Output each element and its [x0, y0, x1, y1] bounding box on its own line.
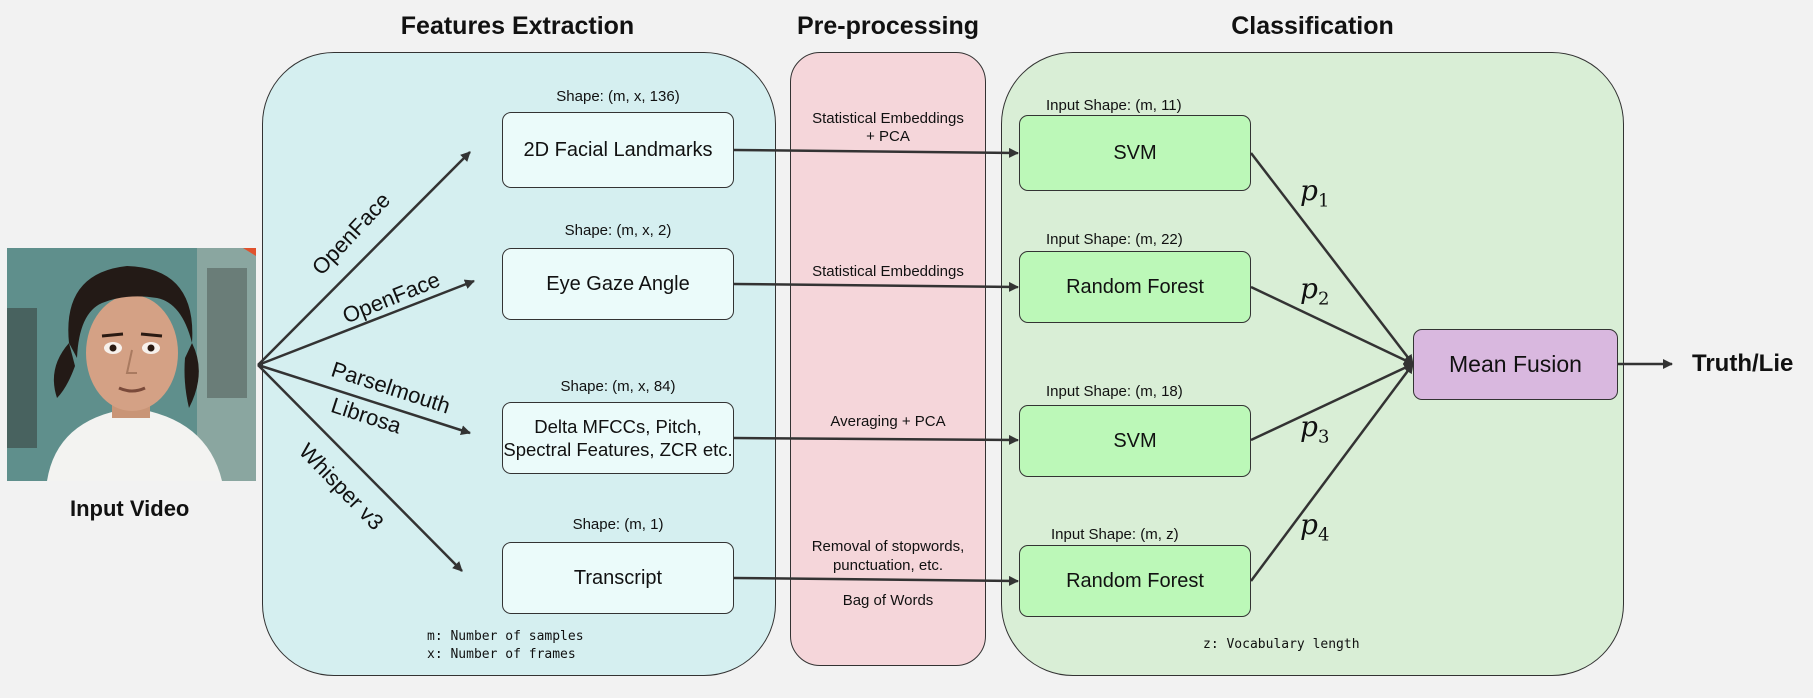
feature-shape-3: Shape: (m, x, 84)	[560, 378, 676, 395]
prob-p3-symbol: p	[1300, 410, 1318, 443]
audio-features-box: Delta MFCCs, Pitch, Spectral Features, Z…	[502, 402, 734, 474]
prob-p1-sub: 1	[1317, 190, 1330, 212]
classification-title: Classification	[1231, 12, 1394, 40]
prob-p4-sub: 4	[1317, 524, 1330, 546]
arrow-gaze-rf	[733, 281, 1019, 292]
prob-p4: p4	[1300, 508, 1329, 546]
audio-features-line2: Spectral Features, ZCR etc.	[503, 439, 733, 460]
mean-fusion-box: Mean Fusion	[1413, 329, 1618, 400]
feature-shape-1: Shape: (m, x, 136)	[556, 88, 680, 105]
random-forest-box-2: Random Forest	[1019, 545, 1251, 617]
random-forest-label-2: Random Forest	[1066, 569, 1204, 592]
preprocess-step1-line2: + PCA	[866, 128, 910, 145]
prob-p1: p1	[1300, 174, 1329, 212]
truth-lie-output-label: Truth/Lie	[1692, 350, 1794, 377]
note-z: z: Vocabulary length	[1203, 637, 1360, 652]
arrow-svm1-fusion	[1250, 152, 1414, 365]
arrow-openface-landmarks	[257, 151, 471, 366]
feature-shape-4: Shape: (m, 1)	[572, 516, 664, 533]
arrow-audio-svm	[733, 434, 1019, 445]
transcript-box: Transcript	[502, 542, 734, 614]
preprocess-step4-line2: punctuation, etc.	[832, 557, 944, 574]
preprocessing-title: Pre-processing	[796, 12, 979, 40]
feature-shape-2: Shape: (m, x, 2)	[564, 222, 672, 239]
preprocess-step1-line1: Statistical Embeddings	[812, 110, 964, 127]
prob-p3: p3	[1300, 410, 1329, 448]
classifier-shape-1: Input Shape: (m, 11)	[1046, 97, 1182, 114]
arrow-rf1-fusion	[1250, 285, 1414, 366]
input-video-thumbnail	[7, 248, 256, 481]
arrow-openface-gaze	[257, 279, 475, 367]
preprocess-step2: Statistical Embeddings	[812, 263, 964, 280]
preprocess-step4-line3: Bag of Words	[842, 592, 934, 609]
features-extraction-title: Features Extraction	[400, 12, 635, 40]
prob-p1-symbol: p	[1300, 174, 1318, 207]
classifier-shape-4: Input Shape: (m, z)	[1051, 526, 1179, 543]
arrow-transcript-rf	[733, 575, 1019, 586]
mean-fusion-label: Mean Fusion	[1449, 351, 1582, 377]
note-m: m: Number of samples	[427, 629, 584, 644]
classifier-shape-3: Input Shape: (m, 18)	[1046, 383, 1183, 400]
svm-box-2: SVM	[1019, 405, 1251, 477]
random-forest-box-1: Random Forest	[1019, 251, 1251, 323]
arrow-svm2-fusion	[1250, 362, 1414, 442]
preprocess-step4-line1: Removal of stopwords,	[811, 538, 965, 555]
person-face-image	[7, 248, 256, 481]
facial-landmarks-box: 2D Facial Landmarks	[502, 112, 734, 188]
preprocessing-region	[790, 52, 986, 666]
prob-p2: p2	[1300, 272, 1329, 310]
audio-features-line1: Delta MFCCs, Pitch,	[534, 416, 702, 437]
prob-p4-symbol: p	[1300, 508, 1318, 541]
arrow-landmarks-svm	[733, 147, 1019, 158]
eye-gaze-box: Eye Gaze Angle	[502, 248, 734, 320]
prob-p2-sub: 2	[1317, 288, 1330, 310]
svm-label-2: SVM	[1113, 429, 1157, 452]
note-x: x: Number of frames	[427, 647, 576, 662]
eye-gaze-label: Eye Gaze Angle	[546, 272, 690, 295]
random-forest-label-1: Random Forest	[1066, 275, 1204, 298]
prob-p3-sub: 3	[1317, 426, 1330, 448]
preprocess-step3: Averaging + PCA	[830, 413, 946, 430]
facial-landmarks-label: 2D Facial Landmarks	[523, 138, 713, 161]
svm-box-1: SVM	[1019, 115, 1251, 191]
classifier-shape-2: Input Shape: (m, 22)	[1046, 231, 1183, 248]
transcript-label: Transcript	[573, 566, 663, 589]
arrow-audio	[257, 363, 471, 436]
prob-p2-symbol: p	[1300, 272, 1318, 305]
arrow-rf2-fusion	[1249, 363, 1415, 582]
input-video-label: Input Video	[70, 496, 190, 521]
arrow-whisper	[257, 364, 463, 572]
svm-label-1: SVM	[1113, 141, 1157, 164]
